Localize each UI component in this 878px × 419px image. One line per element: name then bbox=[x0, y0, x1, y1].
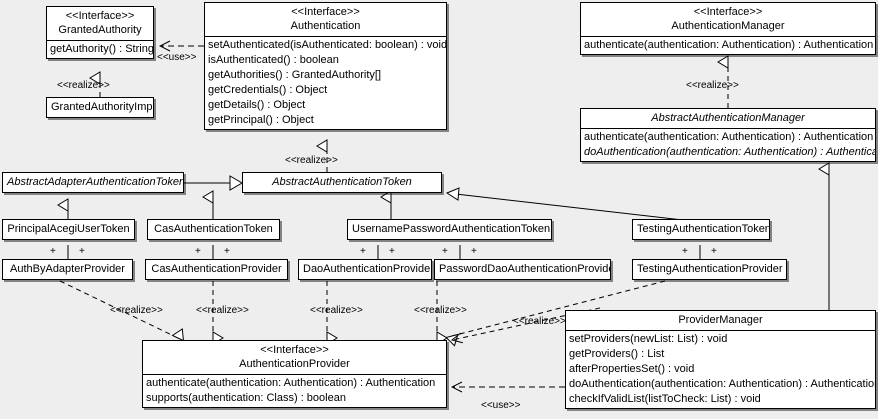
operation: getCredentials() : Object bbox=[208, 84, 328, 96]
label-realize-grantedauthorityimpl: <<realize>> bbox=[57, 80, 110, 91]
label-realize-casauthenticationprovider: <<realize>> bbox=[196, 305, 249, 316]
class-password-dao-authentication-provider[interactable]: PasswordDaoAuthenticationProvider bbox=[434, 259, 611, 280]
edge-realize-authbyadapterprovider bbox=[59, 280, 184, 342]
class-name: UsernamePasswordAuthenticationToken bbox=[352, 223, 551, 235]
edge-generalization-adapter-token bbox=[184, 175, 243, 191]
multiplicity-marker: + bbox=[442, 246, 448, 257]
class-granted-authority-impl[interactable]: GrantedAuthorityImpl bbox=[46, 97, 154, 118]
class-name: TestingAuthenticationProvider bbox=[637, 263, 783, 275]
multiplicity-marker: + bbox=[711, 246, 717, 257]
operations-compartment: setAuthenticated(isAuthenticated: boolea… bbox=[205, 36, 446, 129]
operations-compartment: getAuthority() : String bbox=[47, 40, 153, 58]
multiplicity-marker: + bbox=[471, 246, 477, 257]
operation: authenticate(authentication: Authenticat… bbox=[584, 39, 874, 51]
class-auth-by-adapter-provider[interactable]: AuthByAdapterProvider bbox=[2, 259, 133, 280]
operation: authenticate(authentication: Authenticat… bbox=[584, 131, 874, 143]
label-realize-authbyadapterprovider: <<realize>> bbox=[110, 305, 163, 316]
class-name: CasAuthenticationProvider bbox=[151, 263, 282, 275]
class-testing-authentication-provider[interactable]: TestingAuthenticationProvider bbox=[632, 259, 787, 280]
label-realize-daoauthenticationprovider: <<realize>> bbox=[310, 305, 363, 316]
label-use-authentication-grantedauthority: <<use>> bbox=[157, 52, 197, 63]
operation: setAuthenticated(isAuthenticated: boolea… bbox=[208, 39, 447, 51]
operations-compartment: authenticate(authentication: Authenticat… bbox=[581, 36, 875, 54]
operation: getAuthority() : String bbox=[50, 43, 154, 55]
operations-compartment: setProviders(newList: List) : void getPr… bbox=[566, 330, 875, 408]
class-name: AuthenticationManager bbox=[671, 20, 785, 32]
class-authentication[interactable]: <<Interface>> Authentication setAuthenti… bbox=[204, 2, 447, 130]
class-provider-manager[interactable]: ProviderManager setProviders(newList: Li… bbox=[565, 310, 876, 409]
operation: supports(authentication: Class) : boolea… bbox=[146, 392, 346, 404]
multiplicity-marker: + bbox=[682, 246, 688, 257]
label-realize-passworddaoauthenticationprovider: <<realize>> bbox=[414, 305, 467, 316]
multiplicity-marker: + bbox=[50, 246, 56, 257]
class-header: <<Interface>> GrantedAuthority bbox=[47, 7, 153, 40]
stereotype-label: <<Interface>> bbox=[65, 10, 135, 22]
class-header: <<Interface>> AuthenticationManager bbox=[581, 3, 875, 36]
operation: isAuthenticated() : boolean bbox=[208, 54, 339, 66]
operation: getProviders() : List bbox=[569, 348, 665, 360]
label-realize-providermanager: <<realize>> bbox=[513, 316, 566, 327]
class-authentication-manager[interactable]: <<Interface>> AuthenticationManager auth… bbox=[580, 2, 876, 55]
class-dao-authentication-provider[interactable]: DaoAuthenticationProvider bbox=[298, 259, 432, 280]
multiplicity-marker: + bbox=[195, 246, 201, 257]
class-name: AbstractAuthenticationManager bbox=[651, 112, 805, 124]
operation: doAuthentication(authentication: Authent… bbox=[569, 378, 876, 390]
operation: getDetails() : Object bbox=[208, 99, 306, 111]
class-name: AuthenticationProvider bbox=[239, 358, 350, 370]
stereotype-label: <<Interface>> bbox=[260, 344, 329, 356]
multiplicity-marker: + bbox=[224, 246, 230, 257]
class-name: AbstractAdapterAuthenticationToken bbox=[7, 176, 184, 188]
class-cas-authentication-token[interactable]: CasAuthenticationToken bbox=[147, 219, 280, 240]
operations-compartment: authenticate(authentication: Authenticat… bbox=[143, 374, 446, 407]
operation: getPrincipal() : Object bbox=[208, 114, 314, 126]
stereotype-label: <<Interface>> bbox=[693, 6, 763, 18]
class-principal-acegi-user-token[interactable]: PrincipalAcegiUserToken bbox=[2, 219, 135, 240]
class-name: AbstractAuthenticationToken bbox=[272, 176, 412, 188]
operations-compartment: authenticate(authentication: Authenticat… bbox=[581, 128, 875, 161]
class-name: PrincipalAcegiUserToken bbox=[7, 223, 130, 235]
operation: doAuthentication(authentication: Authent… bbox=[584, 146, 876, 158]
operation: authenticate(authentication: Authenticat… bbox=[146, 377, 436, 389]
edge-realize-providermanager bbox=[452, 307, 601, 340]
class-name: DaoAuthenticationProvider bbox=[303, 263, 432, 275]
operation: getAuthorities() : GrantedAuthority[] bbox=[208, 69, 382, 81]
class-username-password-authentication-token[interactable]: UsernamePasswordAuthenticationToken bbox=[347, 219, 552, 240]
label-realize-abstractauthenticationtoken: <<realize>> bbox=[285, 155, 338, 166]
class-header: <<Interface>> Authentication bbox=[205, 3, 446, 36]
class-name: AuthByAdapterProvider bbox=[10, 263, 125, 275]
label-realize-abstractauthenticationmanager: <<realize>> bbox=[686, 80, 739, 91]
label-use-providermanager: <<use>> bbox=[481, 400, 521, 411]
edge-realize-testingauthenticationprovider bbox=[445, 280, 666, 347]
class-name: TestingAuthenticationToken bbox=[637, 223, 770, 235]
class-header: <<Interface>> AuthenticationProvider bbox=[143, 341, 446, 374]
class-cas-authentication-provider[interactable]: CasAuthenticationProvider bbox=[145, 259, 288, 280]
multiplicity-marker: + bbox=[360, 246, 366, 257]
class-testing-authentication-token[interactable]: TestingAuthenticationToken bbox=[632, 219, 770, 240]
class-name: GrantedAuthorityImpl bbox=[51, 101, 154, 113]
class-name: CasAuthenticationToken bbox=[154, 223, 273, 235]
stereotype-label: <<Interface>> bbox=[291, 6, 360, 18]
class-abstract-authentication-token[interactable]: AbstractAuthenticationToken bbox=[242, 172, 442, 193]
class-name: Authentication bbox=[290, 20, 361, 32]
class-authentication-provider[interactable]: <<Interface>> AuthenticationProvider aut… bbox=[142, 340, 447, 408]
class-name: ProviderManager bbox=[678, 314, 763, 326]
class-name: PasswordDaoAuthenticationProvider bbox=[439, 263, 611, 275]
operation: setProviders(newList: List) : void bbox=[569, 333, 728, 345]
class-granted-authority[interactable]: <<Interface>> GrantedAuthority getAuthor… bbox=[46, 6, 154, 59]
multiplicity-marker: + bbox=[389, 246, 395, 257]
class-abstract-adapter-authentication-token[interactable]: AbstractAdapterAuthenticationToken bbox=[2, 172, 184, 193]
class-abstract-authentication-manager[interactable]: AbstractAuthenticationManager authentica… bbox=[580, 108, 876, 162]
edge-generalization-testingauthenticationtoken bbox=[445, 187, 701, 223]
operation: afterPropertiesSet() : void bbox=[569, 363, 695, 375]
multiplicity-marker: + bbox=[79, 246, 85, 257]
class-name: GrantedAuthority bbox=[58, 24, 142, 36]
operation: checkIfValidList(listToCheck: List) : vo… bbox=[569, 393, 761, 405]
